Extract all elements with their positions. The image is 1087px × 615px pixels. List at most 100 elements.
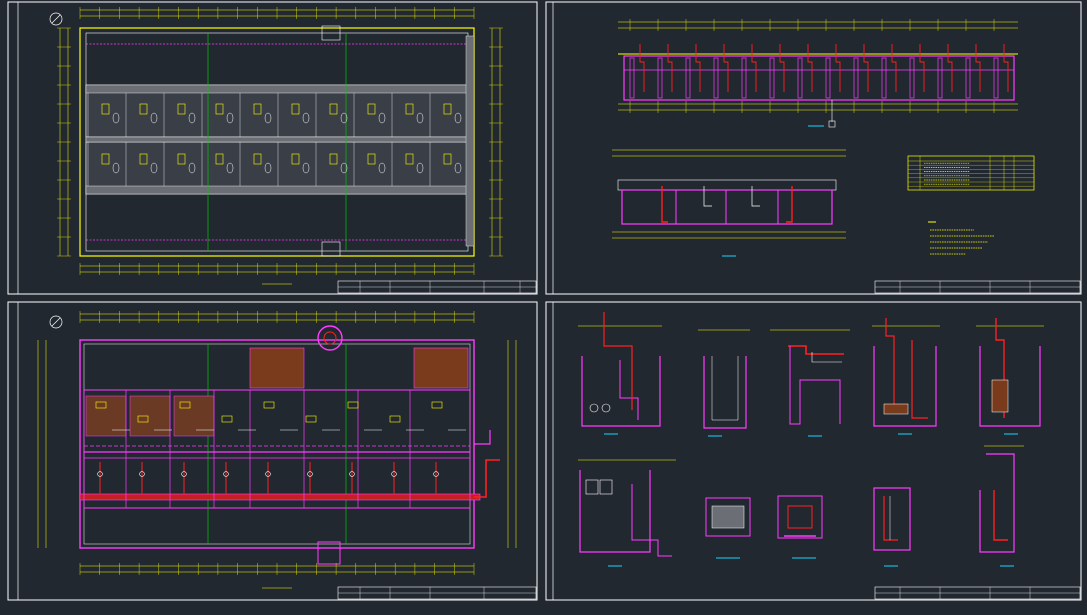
north-arrow-icon [49, 315, 63, 329]
sheet-3-structure [79, 325, 500, 589]
valve-icon [265, 471, 271, 477]
nozzle-fitting [139, 153, 148, 165]
valve-symbol [264, 162, 272, 174]
detail-5 [976, 318, 1044, 435]
detail-4 [872, 318, 940, 435]
section-column [713, 57, 719, 99]
nozzle-fitting [101, 103, 110, 115]
fitting-symbol [389, 415, 401, 423]
detail-9 [873, 487, 911, 567]
valve-symbol [112, 112, 120, 124]
fitting-symbol [179, 401, 191, 409]
nozzle-fitting [405, 103, 414, 115]
section-column [685, 57, 691, 99]
nozzle-fitting [405, 153, 414, 165]
sheet-1-structure [79, 27, 475, 257]
sheet-2-border [545, 1, 1082, 295]
sheet-4[interactable] [545, 301, 1082, 601]
nozzle-fitting [329, 103, 338, 115]
valve-symbol [226, 112, 234, 124]
riser-pipe [807, 44, 813, 92]
nozzle-fitting [177, 153, 186, 165]
valve-symbol [226, 162, 234, 174]
riser-pipe [835, 44, 841, 92]
section-column [825, 57, 831, 99]
fitting-symbol [305, 415, 317, 423]
nozzle-fitting [215, 153, 224, 165]
sheet-2[interactable] [545, 1, 1082, 295]
valve-symbol [454, 162, 462, 174]
nozzle-fitting [329, 153, 338, 165]
nozzle-fitting [367, 153, 376, 165]
sheet-1-dimension-ticks [57, 7, 503, 275]
fitting-symbol [347, 401, 359, 409]
riser-pipe [695, 44, 701, 92]
fitting-symbol [431, 401, 443, 409]
section-column [965, 57, 971, 99]
valve-icon [349, 471, 355, 477]
outlet-chamber [321, 241, 341, 257]
nozzle-fitting [291, 103, 300, 115]
riser-pipe [779, 44, 785, 92]
section-column [881, 57, 887, 99]
nozzle-fitting [253, 153, 262, 165]
equipment-schedule-rows [908, 162, 1034, 187]
nozzle-fitting [253, 103, 262, 115]
detail-1 [578, 312, 662, 435]
riser-pipe [667, 44, 673, 92]
section-column [769, 57, 775, 99]
detail-3 [770, 329, 850, 437]
long-section-columns [629, 19, 1009, 113]
riser-pipe [751, 44, 757, 92]
sheet-4-border [545, 301, 1082, 601]
sheet-3-border [7, 301, 538, 601]
section-column [629, 57, 635, 99]
valve-symbol [416, 112, 424, 124]
sheet-1-title-block [337, 280, 537, 294]
riser-pipe [723, 44, 729, 92]
section-column [993, 57, 999, 99]
section-column [853, 57, 859, 99]
fitting-symbol [221, 415, 233, 423]
detail-10 [979, 445, 1024, 567]
sheet-4-title-block [874, 586, 1081, 600]
valve-symbol [416, 162, 424, 174]
valve-symbol [188, 162, 196, 174]
valve-symbol [302, 162, 310, 174]
general-notes-block [928, 221, 994, 255]
valve-symbol [378, 162, 386, 174]
valve-symbol [150, 162, 158, 174]
riser-pipe [919, 44, 925, 92]
detail-7 [705, 497, 751, 559]
valve-icon [97, 471, 103, 477]
nozzle-fitting [367, 103, 376, 115]
nozzle-fitting [101, 153, 110, 165]
inlet-chamber [321, 25, 341, 41]
nozzle-fitting [291, 153, 300, 165]
sheet-1[interactable] [7, 1, 538, 295]
fitting-symbol [95, 401, 107, 409]
north-arrow-icon [49, 12, 63, 26]
valve-symbol [188, 112, 196, 124]
section-column [741, 57, 747, 99]
cross-section [612, 149, 846, 257]
nozzle-fitting [139, 103, 148, 115]
valve-icon [433, 471, 439, 477]
riser-pipe [975, 44, 981, 92]
valve-icon [223, 471, 229, 477]
sheet-2-title-block [874, 280, 1081, 294]
sheet-3-title-block [337, 586, 537, 600]
valve-icon [307, 471, 313, 477]
section-column [909, 57, 915, 99]
valve-symbol [112, 162, 120, 174]
sheet-1-cell-dividers [87, 93, 462, 186]
sheet-3[interactable] [7, 301, 538, 601]
riser-pipe [891, 44, 897, 92]
sheet-3-valves [84, 401, 470, 494]
sheet-1-border [7, 1, 538, 295]
long-section [618, 21, 1018, 128]
nozzle-fitting [177, 103, 186, 115]
detail-8 [777, 495, 823, 559]
detail-6 [578, 459, 676, 567]
